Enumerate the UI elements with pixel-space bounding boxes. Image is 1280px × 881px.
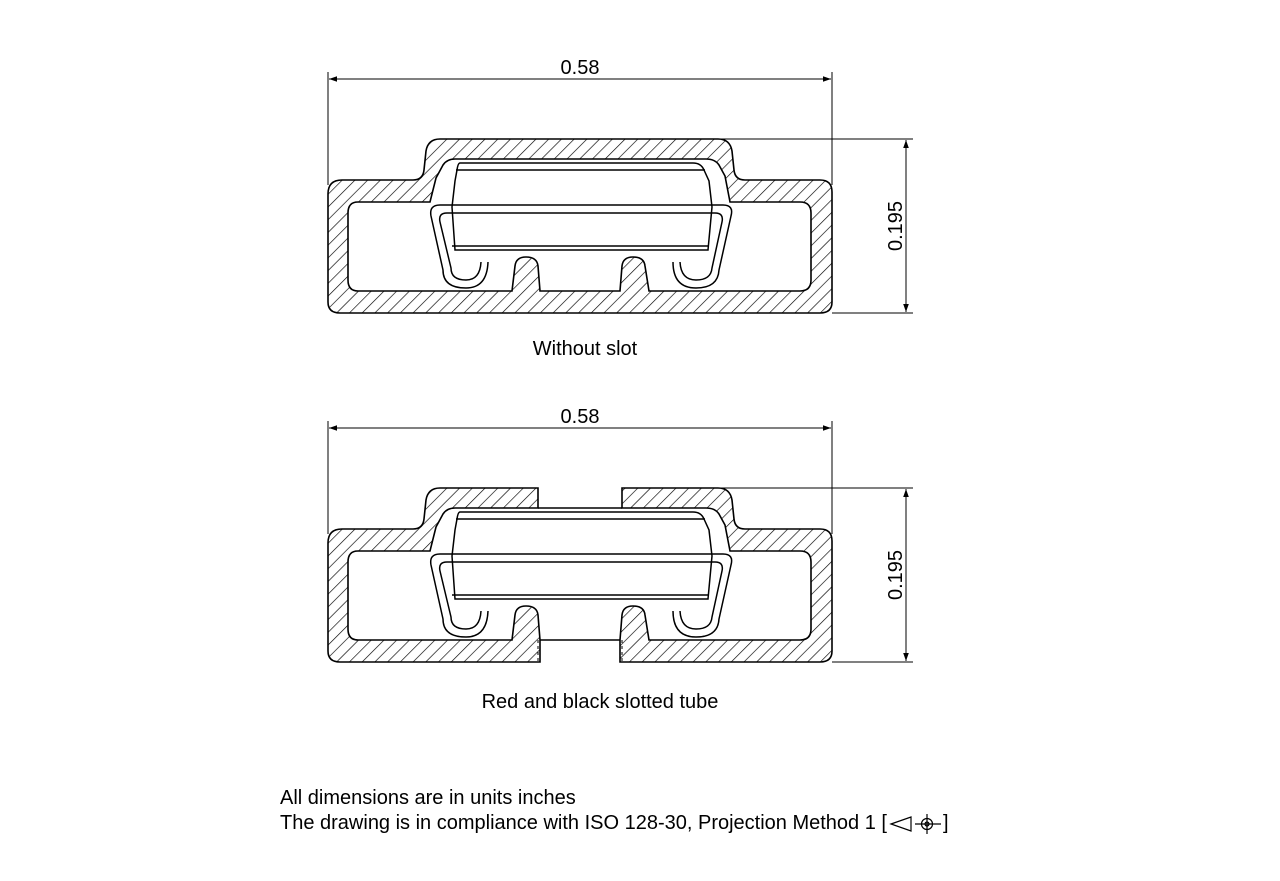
dimension-height <box>720 487 913 663</box>
u-clip <box>429 204 733 289</box>
compliance-note-text: The drawing is in compliance with ISO 12… <box>280 812 887 834</box>
tube-profile-slotted <box>327 487 833 663</box>
view-slotted-tube: 0.58 0.195 Red and black slotted tube <box>327 406 913 713</box>
compliance-note: The drawing is in compliance with ISO 12… <box>280 811 949 835</box>
units-note: All dimensions are in units inches <box>280 787 576 809</box>
height-dimension-label: 0.195 <box>885 201 907 251</box>
view-caption-slotted: Red and black slotted tube <box>482 691 719 713</box>
first-angle-projection-icon <box>889 813 941 834</box>
width-dimension-label: 0.58 <box>561 406 600 428</box>
height-dimension-label: 0.195 <box>885 550 907 600</box>
dimension-width <box>327 72 833 185</box>
width-dimension-label: 0.58 <box>561 57 600 79</box>
view-caption-without-slot: Without slot <box>533 338 638 360</box>
inner-insert <box>451 511 713 600</box>
u-clip <box>429 553 733 638</box>
inner-insert <box>451 162 713 251</box>
dimension-width <box>327 421 833 534</box>
tube-profile <box>327 138 833 314</box>
compliance-note-close: ] <box>942 812 949 834</box>
dimension-height <box>720 138 913 314</box>
view-without-slot: 0.58 0.195 Without slot <box>327 57 913 360</box>
